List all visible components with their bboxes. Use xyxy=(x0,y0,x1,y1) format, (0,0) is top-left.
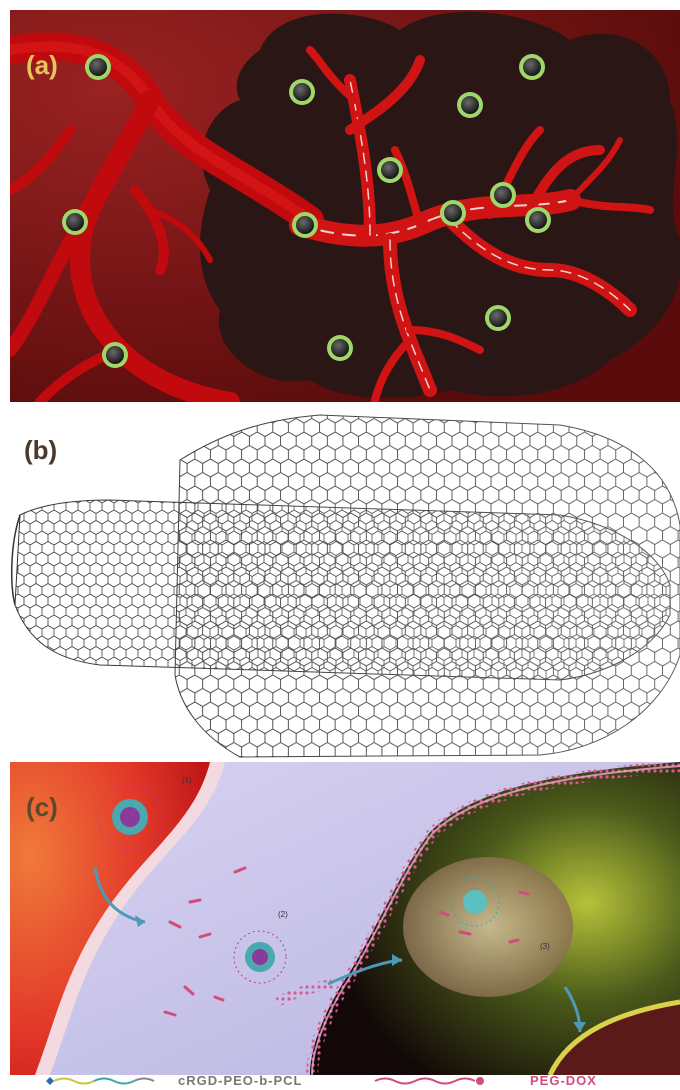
step-label-2: (2) xyxy=(278,910,288,919)
panel-c-micelle-uptake: (c) (1) (2) (3) xyxy=(10,762,680,1075)
nanoparticle-icon xyxy=(102,342,128,368)
legend-label-peg-dox: PEG-DOX xyxy=(530,1073,597,1088)
nanoparticle-icon xyxy=(292,212,318,238)
panel-a-tumor-vasculature: (a) xyxy=(10,10,680,402)
carbon-nanotube-illustration xyxy=(0,405,680,760)
panel-b-carbon-nanotube: (b) xyxy=(0,405,680,760)
peg-dox-icon xyxy=(370,1073,500,1090)
panel-label-c: (c) xyxy=(26,792,58,823)
step-label-1: (1) xyxy=(182,776,192,785)
nanoparticle-icon xyxy=(62,209,88,235)
tumor-vasculature-illustration xyxy=(10,10,680,402)
step-label-3: (3) xyxy=(540,942,550,951)
nanoparticle-icon xyxy=(519,54,545,80)
micelle-uptake-illustration xyxy=(10,762,680,1075)
nanoparticle-icon xyxy=(377,157,403,183)
legend-label-crgd-peo-pcl: cRGD-PEO-b-PCL xyxy=(178,1073,303,1088)
panel-label-a: (a) xyxy=(26,50,58,81)
nanoparticle-icon xyxy=(289,79,315,105)
nanoparticle-icon xyxy=(485,305,511,331)
endosome xyxy=(403,857,573,997)
nanoparticle-icon xyxy=(490,182,516,208)
panel-label-b: (b) xyxy=(24,435,57,466)
nanoparticle-icon xyxy=(440,200,466,226)
nanoparticle-icon xyxy=(327,335,353,361)
nanoparticle-icon xyxy=(457,92,483,118)
nanoparticle-icon xyxy=(525,207,551,233)
nanoparticle-icon xyxy=(85,54,111,80)
polymer-icon xyxy=(40,1073,170,1090)
legend: cRGD-PEO-b-PCL PEG-DOX xyxy=(0,1073,680,1090)
